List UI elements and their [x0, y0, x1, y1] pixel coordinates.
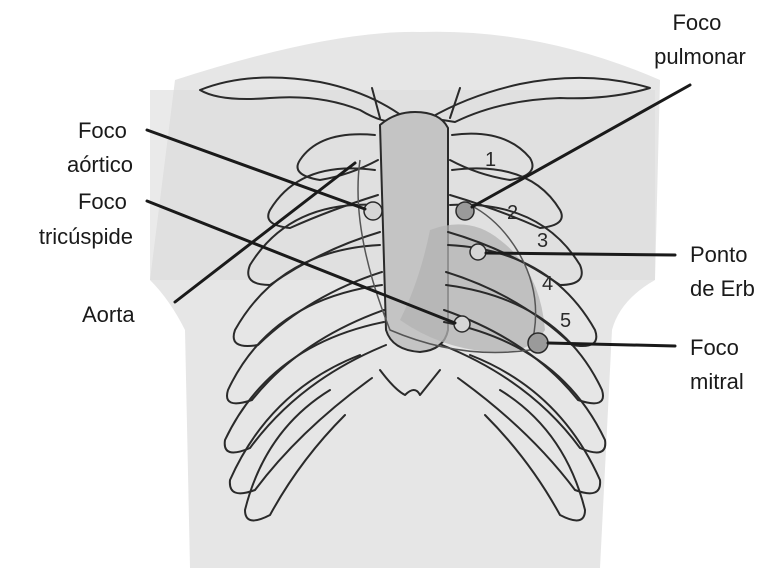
label-foco-aortico-line2: aórtico [67, 152, 133, 177]
label-foco-aortico-line1: Foco [78, 118, 127, 143]
label-foco-tricuspide-line1: Foco [78, 189, 127, 214]
label-foco-mitral-line1: Foco [690, 335, 739, 360]
label-aorta: Aorta [82, 302, 135, 327]
intercostal-number-1: 1 [485, 149, 496, 171]
label-foco-tricuspide: Foco tricúspide [39, 189, 133, 249]
intercostal-number-5: 5 [560, 310, 571, 332]
label-foco-mitral: Foco mitral [690, 335, 745, 394]
foco-pulmonar-marker [456, 202, 474, 220]
foco-mitral-marker [528, 333, 548, 353]
label-foco-mitral-line2: mitral [690, 369, 744, 394]
label-foco-pulmonar: Foco pulmonar [654, 10, 746, 69]
intercostal-number-2: 2 [507, 202, 518, 224]
leader-ponto-de-erb [486, 253, 675, 255]
intercostal-number-4: 4 [542, 273, 553, 295]
label-ponto-de-erb: Ponto de Erb [690, 242, 755, 301]
ponto-de-erb-marker [470, 244, 486, 260]
intercostal-number-3: 3 [537, 230, 548, 252]
foco-tricuspide-marker [454, 316, 470, 332]
label-foco-pulmonar-line1: Foco [672, 10, 721, 35]
foco-aortico-marker [364, 202, 382, 220]
label-ponto-de-erb-line1: Ponto [690, 242, 748, 267]
label-foco-aortico: Foco aórtico [67, 118, 133, 177]
label-foco-tricuspide-line2: tricúspide [39, 224, 133, 249]
label-foco-pulmonar-line2: pulmonar [654, 44, 746, 69]
label-ponto-de-erb-line2: de Erb [690, 276, 755, 301]
